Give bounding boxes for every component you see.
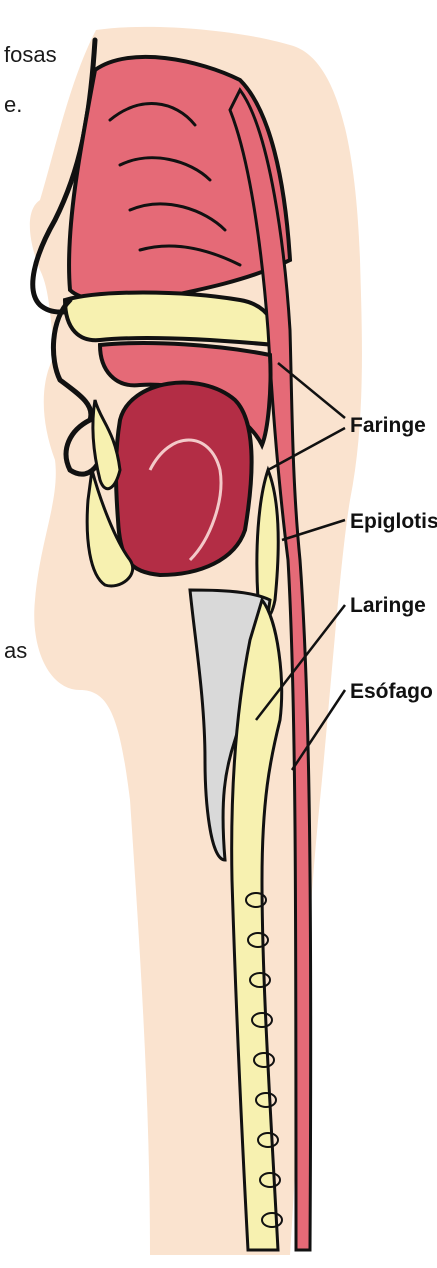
tongue bbox=[116, 383, 252, 575]
label-faringe: Faringe bbox=[350, 414, 426, 437]
label-laringe: Laringe bbox=[350, 594, 426, 617]
palate bbox=[65, 293, 276, 346]
label-epiglotis: Epiglotis bbox=[350, 510, 437, 533]
label-esofago: Esófago bbox=[350, 680, 433, 703]
